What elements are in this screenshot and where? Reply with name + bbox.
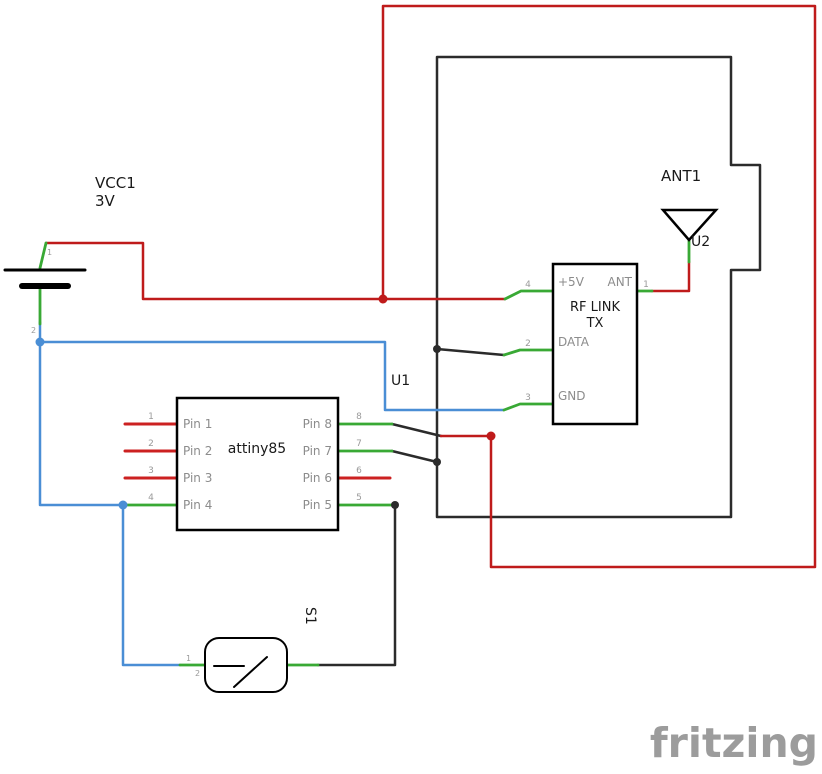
rf-ref-label: U2 (691, 234, 710, 250)
rf-data-number: 2 (525, 339, 531, 349)
pin-legs-unconnected (123, 422, 392, 480)
mcu-body[interactable] (175, 396, 340, 532)
mcu-pin7-label: Pin 7 (303, 444, 332, 458)
battery-value-label: 3V (95, 192, 116, 210)
mcu-pin5-number: 5 (356, 493, 362, 503)
antenna-symbol[interactable] (660, 208, 719, 242)
wire-gnd-branch[interactable] (38, 340, 506, 412)
wire-pin8-dogleg[interactable] (390, 422, 443, 438)
junction-black-pin7 (433, 458, 441, 466)
rf-5v-number: 4 (525, 280, 531, 290)
junction-dots (35, 294, 496, 510)
mcu-pin2-number: 2 (148, 439, 154, 449)
fritzing-watermark: fritzing (650, 719, 818, 767)
mcu-pin6-label: Pin 6 (303, 471, 332, 485)
mcu-pin8-label: Pin 8 (303, 417, 332, 431)
switch-pin1-number: 1 (186, 654, 191, 663)
battery-ref-label: VCC1 (95, 174, 136, 192)
wire-to-switch[interactable] (121, 503, 182, 667)
rf-5v-label: +5V (558, 275, 585, 289)
mcu-pin4-number: 4 (148, 493, 154, 503)
rf-gnd-label: GND (558, 389, 586, 403)
mcu-ref-label: U1 (391, 373, 410, 389)
pin-legs-connected (38, 238, 691, 667)
net-red (44, 4, 817, 569)
wire-battery-neg-down[interactable] (38, 320, 127, 507)
battery-pin1-number: 1 (47, 248, 52, 257)
switch-ref-label: S1 (302, 607, 318, 625)
switch-pin2-number: 2 (195, 669, 200, 678)
mcu-pin4-label: Pin 4 (183, 498, 212, 512)
rf-title-line1: RF LINK (570, 300, 620, 315)
mcu-name-label: attiny85 (228, 441, 286, 457)
mcu-pin7-number: 7 (356, 439, 362, 449)
mcu-pin1-label: Pin 1 (183, 417, 212, 431)
junction-red-battery (378, 294, 388, 304)
rf-ant-number: 1 (643, 280, 649, 290)
junction-blue-battery (35, 337, 45, 347)
mcu-pin3-number: 3 (148, 466, 154, 476)
junction-red-pin8 (486, 431, 496, 441)
mcu-pin2-label: Pin 2 (183, 444, 212, 458)
wire-battery-to-5v[interactable] (44, 241, 507, 301)
mcu-pin1-number: 1 (148, 412, 154, 422)
junction-blue-pin4 (118, 500, 128, 510)
wire-switch-to-pin5[interactable] (316, 503, 397, 667)
wire-data-tap[interactable] (435, 347, 506, 357)
rf-module-body[interactable] (551, 262, 639, 426)
mcu-pin5-label: Pin 5 (303, 498, 332, 512)
mcu-pin6-number: 6 (356, 466, 362, 476)
battery-symbol[interactable] (3, 268, 87, 289)
switch-symbol[interactable] (204, 637, 288, 693)
wire-red-outer-loop[interactable] (381, 4, 817, 569)
rf-title-line2: TX (586, 316, 604, 331)
rf-data-label: DATA (558, 335, 590, 349)
junction-black-data (433, 345, 441, 353)
rf-gnd-leg[interactable] (502, 402, 555, 412)
wire-ant-to-antenna[interactable] (650, 260, 691, 293)
junction-black-pin5 (391, 501, 399, 509)
rf-gnd-number: 3 (525, 393, 531, 403)
net-blue (38, 320, 506, 667)
switch-body[interactable] (204, 637, 288, 693)
battery-pin2-number: 2 (31, 326, 36, 335)
antenna-ref-label: ANT1 (661, 167, 701, 185)
battery-pos-leg[interactable] (38, 241, 48, 270)
switch-lever (233, 656, 268, 688)
rf-ant-label: ANT (607, 275, 632, 289)
rf-data-leg[interactable] (502, 348, 555, 357)
wire-black-loop[interactable] (435, 55, 762, 519)
net-black (316, 55, 762, 667)
rf-5v-leg[interactable] (503, 289, 555, 301)
mcu-pin3-label: Pin 3 (183, 471, 212, 485)
wire-pin7-dogleg[interactable] (390, 449, 439, 464)
mcu-pin8-number: 8 (356, 412, 362, 422)
